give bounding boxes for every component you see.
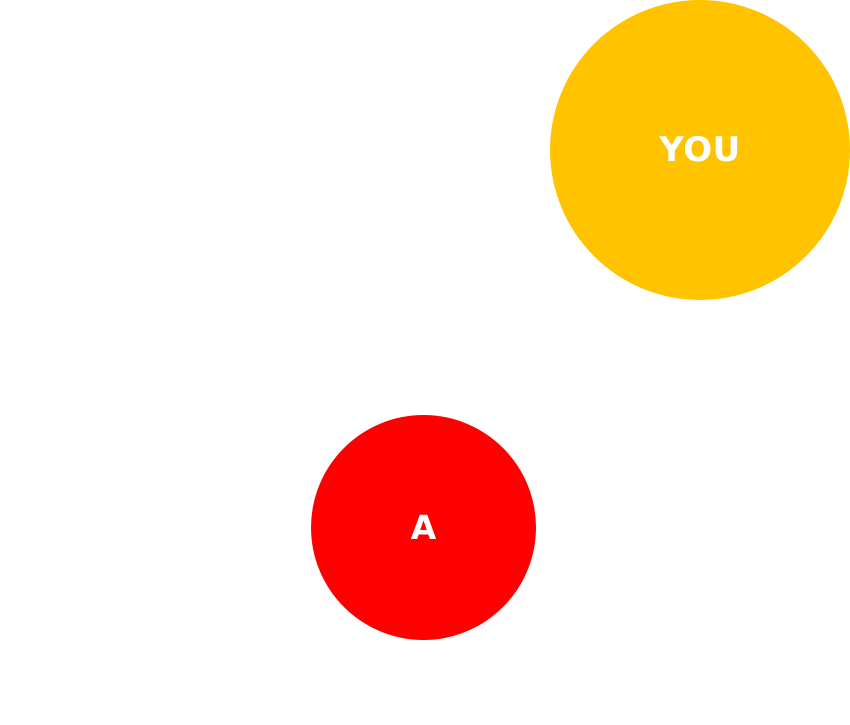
player-you-label: YOU [659, 130, 741, 170]
target-a-label: A [410, 508, 437, 547]
player-you-circle[interactable]: YOU [550, 0, 850, 300]
target-a-circle[interactable]: A [311, 415, 536, 640]
